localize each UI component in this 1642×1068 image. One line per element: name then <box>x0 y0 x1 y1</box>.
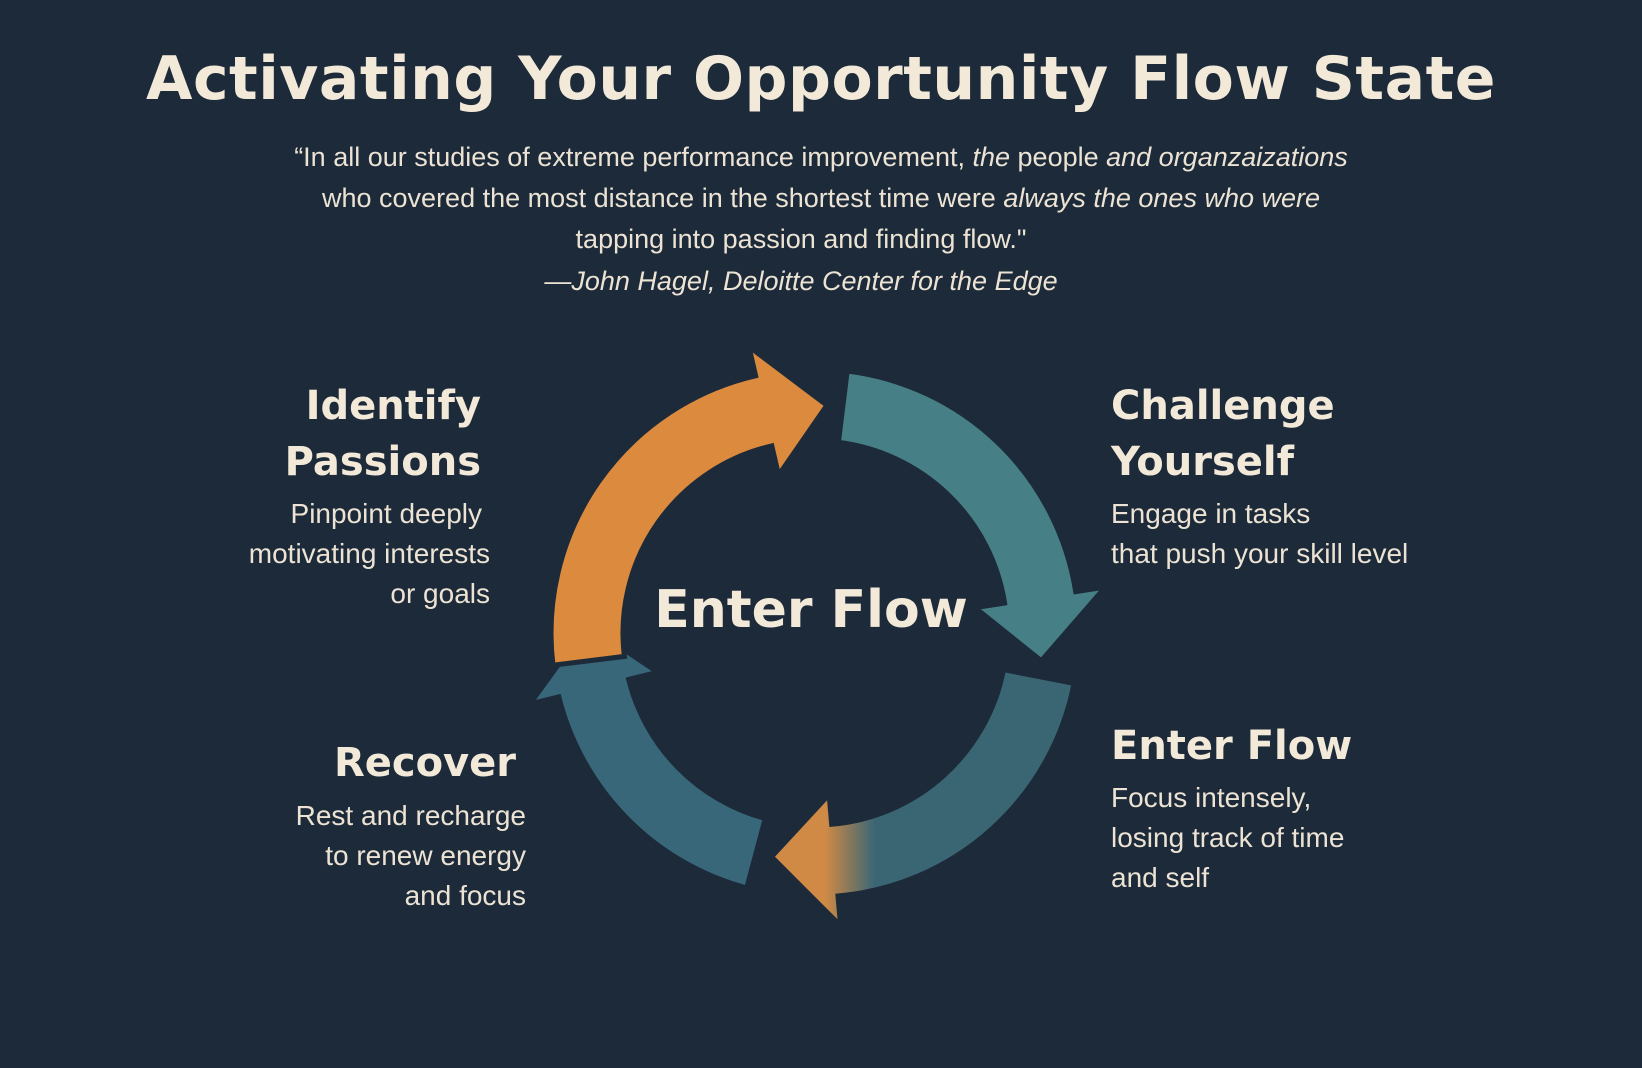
step-title: Enter Flow <box>1111 723 1353 769</box>
step-title: Challenge <box>1111 383 1335 429</box>
quote-text: people <box>1010 142 1107 172</box>
step-desc: Rest and recharge <box>295 800 526 831</box>
step-desc: to renew energy <box>325 840 526 871</box>
quote-text-italic: and organzaizations <box>1106 142 1348 172</box>
step-title: Identify <box>305 383 481 429</box>
step-flow: Enter Flow <box>1111 718 1352 774</box>
cycle-arrow-flow <box>768 666 1078 933</box>
quote-attribution: —John Hagel, Deloitte Center for the Edg… <box>544 266 1058 296</box>
step-challenge-desc: Engage in tasks that push your skill lev… <box>1111 494 1408 574</box>
cycle-arrow-identify <box>548 340 831 668</box>
step-desc: Pinpoint deeply <box>290 498 482 529</box>
step-desc: or goals <box>390 578 490 609</box>
step-title: Recover <box>333 740 516 786</box>
step-desc: and self <box>1111 862 1210 893</box>
quote-line-3: tapping into passion and finding flow." <box>575 224 1027 254</box>
step-desc: Engage in tasks <box>1111 498 1311 529</box>
quote-text: “In all our studies of extreme performan… <box>294 142 973 172</box>
step-desc: losing track of time <box>1111 822 1345 853</box>
step-recover: Recover <box>334 735 516 791</box>
step-identify: Identify Passions <box>285 378 481 490</box>
step-identify-desc: Pinpoint deeply motivating interests or … <box>249 494 490 614</box>
step-recover-desc: Rest and recharge to renew energy and fo… <box>296 796 526 916</box>
step-desc: that push your skill level <box>1111 538 1409 569</box>
step-challenge: Challenge Yourself <box>1111 378 1335 490</box>
cycle-arrow-recover <box>523 621 769 892</box>
quote-line-1: “In all our studies of extreme performan… <box>0 142 1642 173</box>
quote-line-2: who covered the most distance in the sho… <box>0 183 1642 214</box>
quote-text-italic: the <box>972 142 1011 172</box>
center-label: Enter Flow <box>654 580 968 640</box>
step-flow-desc: Focus intensely, losing track of time an… <box>1111 778 1344 898</box>
page-title: Activating Your Opportunity Flow State <box>146 44 1496 114</box>
step-desc: Focus intensely, <box>1111 782 1312 813</box>
quote-text-italic: always the ones who were <box>1003 183 1320 213</box>
step-desc: motivating interests <box>248 538 490 569</box>
step-title: Passions <box>284 439 481 485</box>
quote-text: who covered the most distance in the sho… <box>322 183 1004 213</box>
step-desc: and focus <box>404 880 526 911</box>
step-title: Yourself <box>1111 439 1295 485</box>
cycle-arrow-challenge <box>835 368 1112 665</box>
